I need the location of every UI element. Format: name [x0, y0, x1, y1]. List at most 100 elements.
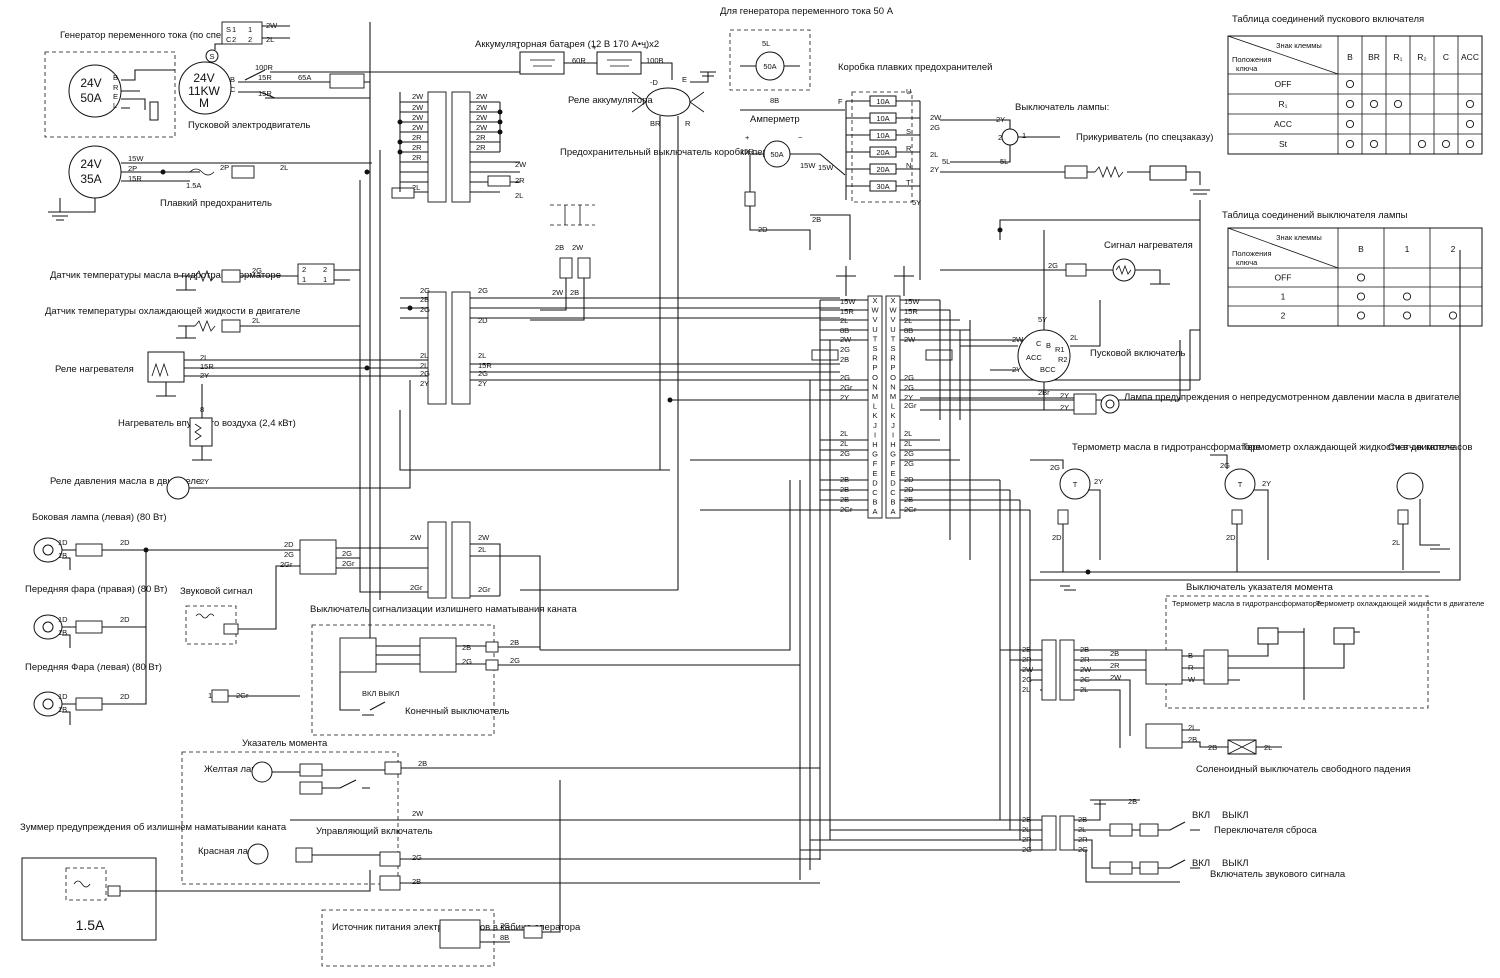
lamp-switch: Выключатель лампы: 2Y 5L 12	[940, 102, 1109, 166]
lamp-switch-table: Таблица соединений выключателя лампы Зна…	[1222, 210, 1483, 327]
oil-pressure-lamp: 2Y 2Y Лампа предупреждения о непредусмот…	[920, 391, 1459, 415]
svg-text:2Gr: 2Gr	[280, 560, 293, 569]
svg-text:2B: 2B	[412, 877, 421, 886]
fuse-20a-2: 20A	[869, 163, 897, 175]
fuse-30a: 30A	[869, 180, 897, 192]
oil-temp-label: Датчик температуры масла в гидротрансфор…	[50, 270, 281, 281]
heater-relay: Реле нагревателя 2L 15R 2Y	[55, 351, 428, 397]
connector-pin-letter: R	[872, 354, 878, 363]
svg-text:2R: 2R	[412, 153, 422, 162]
table-connection-mark	[1345, 79, 1355, 89]
svg-text:2G: 2G	[1022, 675, 1032, 684]
svg-text:2B: 2B	[418, 759, 427, 768]
svg-text:2B: 2B	[1110, 649, 1119, 658]
oil-pressure-lamp-label: Лампа предупреждения о непредусмотренном…	[1124, 392, 1459, 403]
svg-text:20A: 20A	[876, 148, 889, 157]
svg-text:5Y: 5Y	[912, 198, 921, 207]
ammeter-label: Амперметр	[750, 114, 800, 125]
freefall-label: Соленоидный выключатель свободного паден…	[1196, 764, 1411, 775]
svg-text:2B: 2B	[840, 355, 849, 364]
starter-label: Пусковой электродвигатель	[188, 120, 310, 131]
horn-label: Звуковой сигнал	[180, 586, 253, 597]
connector-pin-letter: S	[872, 344, 877, 353]
svg-text:1B: 1B	[58, 551, 67, 560]
lamp-table-title: Таблица соединений выключателя лампы	[1222, 210, 1408, 221]
svg-text:1.5A: 1.5A	[76, 917, 105, 933]
svg-text:B: B	[230, 75, 235, 84]
svg-text:1D: 1D	[58, 538, 68, 547]
connector-pin-letter: A	[872, 507, 877, 516]
svg-text:2L: 2L	[904, 429, 912, 438]
svg-text:T: T	[1238, 480, 1243, 489]
svg-text:2P: 2P	[220, 163, 229, 172]
svg-text:2G: 2G	[420, 369, 430, 378]
svg-text:2Y: 2Y	[420, 379, 429, 388]
fuse-box: Коробка плавких предохранителей 10A 10A …	[838, 62, 992, 280]
fuse-20a-1: 20A	[869, 146, 897, 158]
svg-text:10A: 10A	[876, 114, 889, 123]
horn: Звуковой сигнал 1Gr 2Gr	[180, 565, 300, 703]
svg-text:2W: 2W	[476, 113, 488, 122]
svg-text:15R: 15R	[478, 361, 492, 370]
svg-text:−: −	[798, 133, 803, 142]
svg-text:−: −	[566, 43, 571, 52]
svg-text:U: U	[906, 87, 911, 96]
svg-text:1B: 1B	[58, 705, 67, 714]
table-connection-mark	[1345, 99, 1355, 109]
svg-text:2R: 2R	[1110, 661, 1120, 670]
svg-text:2G: 2G	[1048, 261, 1058, 270]
svg-text:2W: 2W	[412, 809, 424, 818]
svg-text:T: T	[1073, 480, 1078, 489]
svg-text:15W: 15W	[818, 163, 834, 172]
svg-text:2W: 2W	[412, 123, 424, 132]
table-col-header: 2	[1451, 244, 1456, 254]
connector-pin-letter: B	[872, 498, 877, 507]
table-connection-mark	[1356, 273, 1366, 282]
right-connector-top: 2B 2R 2W 2G 2L 2B 2R 2W 2G 2L	[1000, 639, 1146, 748]
svg-text:2W: 2W	[476, 123, 488, 132]
battery-relay: -D E BR R Реле аккумулятора	[568, 71, 716, 590]
svg-text:2Y: 2Y	[478, 379, 487, 388]
table-row-label: R₁	[1278, 99, 1287, 109]
table-col-header: BR	[1368, 52, 1380, 62]
connector-pin-letter: V	[872, 315, 877, 324]
svg-text:B: B	[1046, 341, 1051, 350]
svg-text:2L: 2L	[420, 351, 428, 360]
svg-text:2D: 2D	[120, 538, 130, 547]
svg-text:R: R	[685, 119, 691, 128]
connector-pin-letter: E	[890, 469, 895, 478]
table-col-header: R₁	[1393, 52, 1402, 62]
oil-thermo-small-label: Термометр масла в гидротрансформаторе	[1172, 599, 1321, 608]
svg-text:2R: 2R	[515, 176, 525, 185]
connector-pin-letter: W	[889, 306, 897, 315]
battery-relay-label: Реле аккумулятора	[568, 95, 653, 106]
connector-block-mid: 2G 2B 2G 2L 2L 2G 2Y 2G 2D 2L 15R 2G 2Y	[400, 286, 840, 405]
svg-text:2W: 2W	[412, 113, 424, 122]
horn-on-label: ВКЛ	[1192, 858, 1210, 869]
overwind-alarm-switch: Выключатель сигнализации излишнего намат…	[310, 604, 577, 736]
svg-text:2L: 2L	[266, 35, 274, 44]
svg-text:C: C	[230, 85, 236, 94]
fuse-10a-2: 10A	[869, 112, 897, 124]
svg-text:2L: 2L	[280, 163, 288, 172]
svg-text:1D: 1D	[58, 692, 68, 701]
table-connection-mark	[1369, 139, 1379, 149]
alt1-voltage: 24V	[80, 76, 101, 90]
connector-pin-letter: N	[872, 382, 877, 391]
connector-pin-letter: I	[892, 430, 894, 439]
svg-text:2G: 2G	[412, 853, 422, 862]
svg-text:2W: 2W	[930, 113, 942, 122]
moment-indicator-switch: Выключатель указателя момента Термометр …	[1110, 582, 1484, 709]
alt-50a-label: Для генератора переменного тока 50 А	[720, 6, 894, 17]
connector-pin-letter: G	[890, 450, 896, 459]
connector-pin-letter: S	[890, 344, 895, 353]
svg-text:2G: 2G	[342, 549, 352, 558]
coolant-thermo-small-label: Термометр охлаждающей жидкости в двигате…	[1316, 599, 1484, 608]
starter-section: 24V 11KW M S BC Пусковой электродвигател…	[178, 21, 521, 131]
svg-text:2Gr: 2Gr	[840, 383, 853, 392]
svg-text:S: S	[209, 52, 214, 61]
svg-text:2Y: 2Y	[1060, 391, 1069, 400]
